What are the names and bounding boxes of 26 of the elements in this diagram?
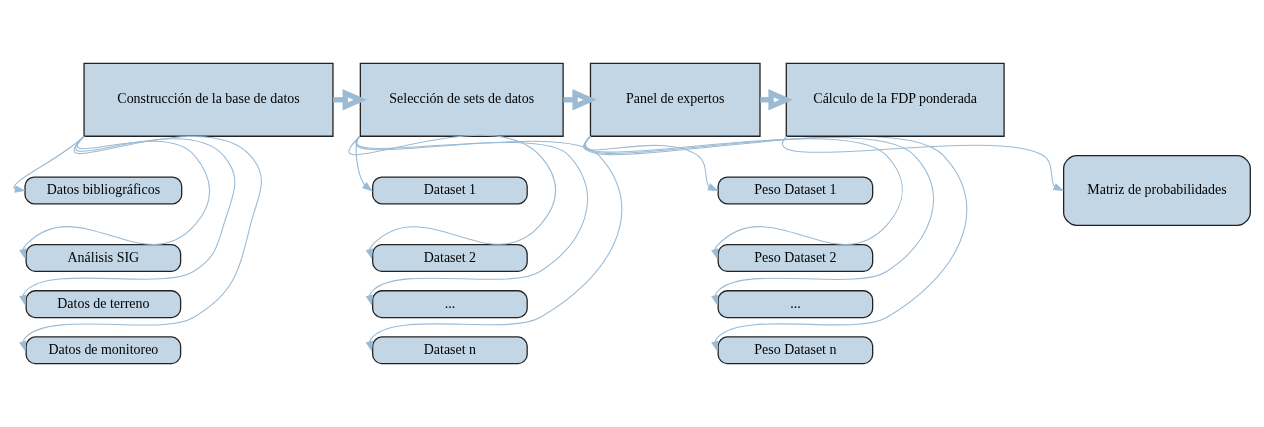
node-box: ... — [717, 290, 874, 319]
arrow — [583, 135, 719, 192]
node-box: Peso Dataset 2 — [717, 243, 874, 273]
arrow — [19, 135, 262, 352]
node-box: ... — [372, 290, 528, 319]
arrow — [355, 135, 623, 352]
node-box: Dataset 2 — [372, 243, 528, 273]
node-box: Matriz de probabilidades — [1063, 154, 1251, 226]
node-box: Análisis SIG — [25, 243, 182, 273]
node-box: Construcción de la base de datos — [83, 62, 334, 137]
arrow — [585, 135, 903, 260]
node-box: Panel de expertos — [589, 62, 761, 137]
node-box: Dataset 1 — [372, 176, 528, 205]
node-box: Selección de sets de datos — [359, 62, 564, 137]
node-box: Cálculo de la FDP ponderada — [785, 62, 1005, 137]
node-box: Datos de monitoreo — [25, 336, 182, 365]
arrow — [349, 134, 557, 260]
arrow — [781, 135, 1065, 192]
arrow — [584, 135, 968, 352]
arrow — [19, 135, 236, 306]
node-box: Peso Dataset 1 — [717, 176, 874, 205]
node-box: Dataset n — [372, 336, 528, 365]
node-box: Datos de terreno — [25, 290, 182, 319]
arrow — [584, 135, 934, 306]
node-box: Peso Dataset n — [717, 336, 874, 365]
node-box: Datos bibliográficos — [24, 176, 183, 205]
